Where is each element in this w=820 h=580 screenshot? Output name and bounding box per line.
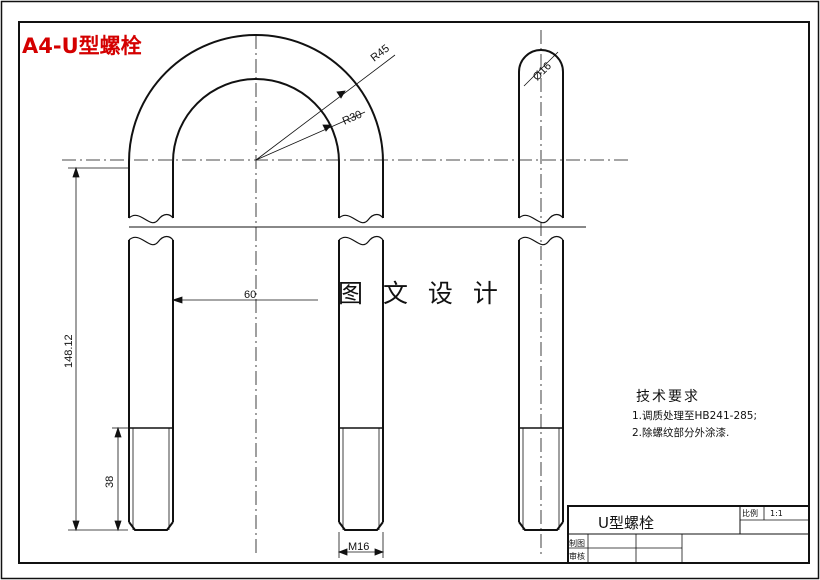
centerlines [62,30,630,555]
title-block-scale-label: 比例 [742,509,758,518]
u-bolt-side-view [518,49,564,531]
title-block-checked-label: 审核 [569,552,585,561]
title-block-grid [567,505,810,564]
outer-radius-label: R45 [369,42,392,64]
inner-frame [18,21,810,564]
diameter-dimension [523,51,559,87]
title-block-part-name: U型螺栓 [598,514,654,532]
thread-lines-front [129,427,383,530]
u-bolt-front-view [128,34,384,531]
watermark-text: 图 文 设 计 [338,279,504,308]
span-dimension [171,296,318,304]
thread-length-dimension [112,426,128,532]
radius-dimensions [255,54,396,161]
rod-diameter-label: Ø16 [531,60,554,83]
tech-requirement-item: 2.除螺纹部分外涂漆. [632,427,730,439]
length-dimension [68,166,128,532]
thread-size-label: M16 [348,541,369,553]
title-block-scale-value: 1:1 [770,509,783,518]
title-block-drawn-label: 制图 [569,539,585,548]
length-label: 148.12 [63,334,75,368]
tech-requirement-item: 1.调质处理至HB241-285; [632,410,758,422]
thread-size-dimension [337,532,385,558]
drawing-title: A4-U型螺栓 [22,34,142,58]
tech-requirements-heading: 技术要求 [636,389,700,405]
inner-radius-label: R30 [341,108,364,127]
span-label: 60 [244,289,256,301]
thread-length-label: 38 [104,476,116,488]
